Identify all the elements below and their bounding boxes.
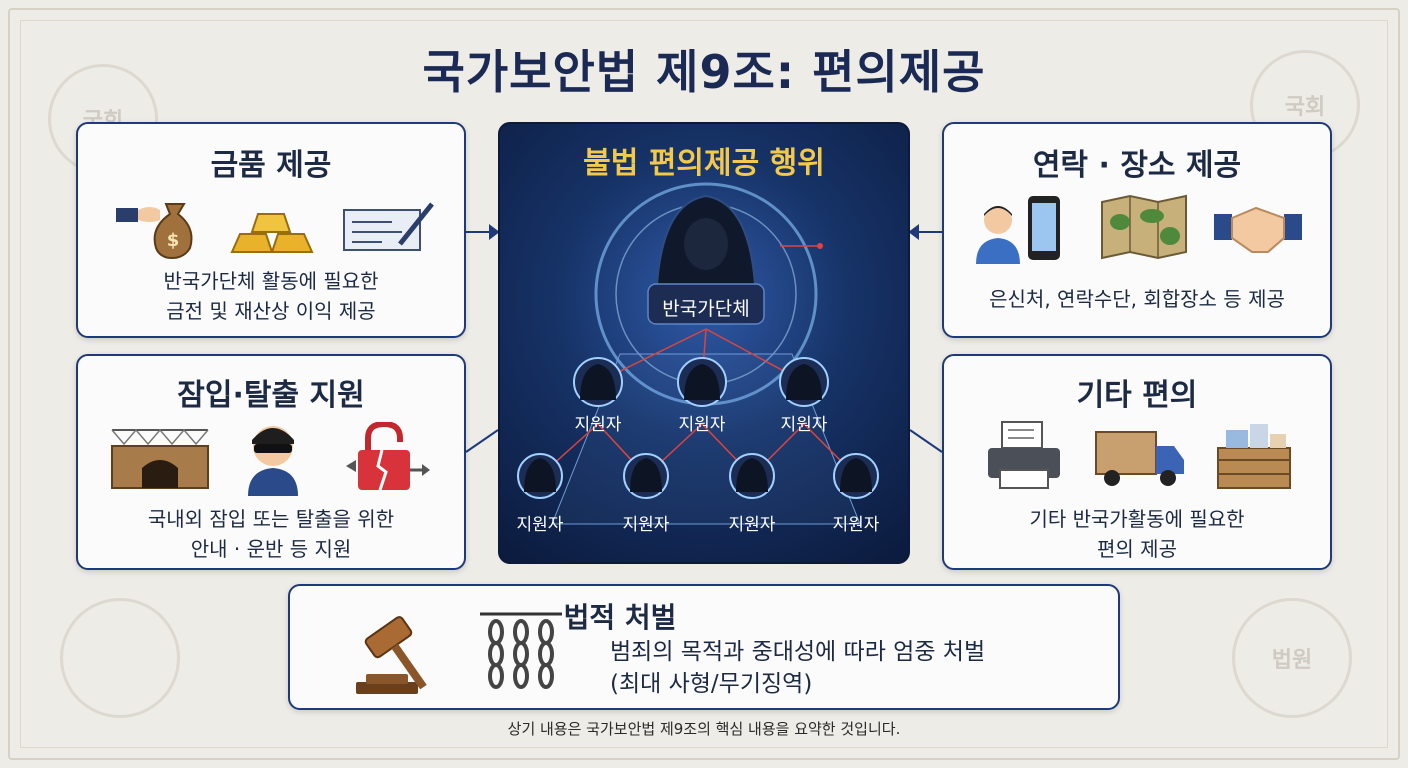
supporter-row2-icons <box>517 453 879 499</box>
card-infiltration-desc-line1: 국내외 잠입 또는 탈출을 위한 <box>147 507 395 531</box>
center-panel-title: 불법 편의제공 행위 <box>583 146 825 181</box>
printer-icon <box>988 421 1060 489</box>
leader-label-box <box>647 283 765 325</box>
supporter-label: 지원자 <box>780 415 828 435</box>
card-money-desc-line2: 금전 및 재산상 이익 제공 <box>166 299 376 323</box>
card-contact-title: 연락 · 장소 제공 <box>1032 148 1242 183</box>
card-contact-place: 연락 · 장소 제공 은신처, 연락수단, 회합장소 등 제공 <box>942 122 1332 338</box>
card-money-provision: 금품 제공 $ 반국가단체 활동에 필요한 금전 및 재산상 이익 제공 <box>76 122 466 338</box>
supporter-label: 지원자 <box>728 515 776 535</box>
chains-icon <box>480 612 562 689</box>
card-infiltration-support: 잠입·탈출 지원 국내외 잠입 또는 탈출을 위한 안내 · 운반 등 지원 <box>76 354 466 570</box>
map-icon <box>1101 194 1187 260</box>
masked-person-icon <box>248 426 298 496</box>
card-infiltration-title: 잠입·탈출 지원 <box>177 378 365 413</box>
card-other-desc-line1: 기타 반국가활동에 필요한 <box>1029 507 1245 531</box>
delivery-truck-icon <box>1095 431 1184 486</box>
card-other-desc-line2: 편의 제공 <box>1097 537 1177 561</box>
supply-crate-icon <box>1217 424 1291 489</box>
bottom-right-seal-text: 법원 <box>1271 648 1313 673</box>
bottom-left-seal-watermark <box>60 598 180 718</box>
card-contact-desc: 은신처, 연락수단, 회합장소 등 제공 <box>989 287 1285 311</box>
supporter-label: 지원자 <box>574 415 622 435</box>
connector-other <box>909 429 943 453</box>
card-legal-penalty <box>288 584 1120 710</box>
network-graph <box>517 182 879 525</box>
person-phone-icon <box>976 196 1060 264</box>
check-document-icon <box>343 202 434 251</box>
leader-pointer-dot <box>817 243 823 249</box>
svg-text:$: $ <box>167 230 180 251</box>
leader-label: 반국가단체 <box>662 298 750 320</box>
card-money-title: 금품 제공 <box>210 148 332 183</box>
handshake-icon <box>1214 206 1302 253</box>
card-infiltration-desc-line2: 안내 · 운반 등 지원 <box>190 537 352 561</box>
gavel-icon <box>356 616 427 694</box>
penalty-desc-line1: 범죄의 목적과 중대성에 따라 엄중 처벌 <box>610 639 986 665</box>
footer-note: 상기 내용은 국가보안법 제9조의 핵심 내용을 요약한 것입니다. <box>507 720 901 738</box>
illegal-convenience-panel: 불법 편의제공 행위 <box>498 122 910 564</box>
supporter-label: 지원자 <box>678 415 726 435</box>
page-frame <box>8 8 1400 760</box>
penalty-desc-line2: (최대 사형/무기징역) <box>610 671 813 697</box>
tunnel-wall-icon <box>111 428 209 489</box>
money-bag-icon: $ <box>116 203 193 260</box>
supporter-row1-icons <box>573 357 829 407</box>
leader-face <box>684 218 728 270</box>
connector-infiltration <box>465 429 499 453</box>
supporter-label: 지원자 <box>516 515 564 535</box>
card-other-convenience: 기타 편의 기타 반국가활동에 필요한 편의 제공 <box>942 354 1332 570</box>
supporter-label: 지원자 <box>832 515 880 535</box>
page-inner-frame <box>20 20 1388 748</box>
supporter-label: 지원자 <box>622 515 670 535</box>
broken-lock-icon <box>346 422 430 491</box>
penalty-description: 범죄의 목적과 중대성에 따라 엄중 처벌 (최대 사형/무기징역) <box>610 636 1110 700</box>
right-seal-text: 국회 <box>1284 95 1326 120</box>
page-title: 국가보안법 제9조: 편의제공 <box>422 45 986 99</box>
card-money-desc-line1: 반국가단체 활동에 필요한 <box>163 269 379 293</box>
penalty-title: 법적 처벌 <box>563 601 677 634</box>
card-other-title: 기타 편의 <box>1076 378 1198 413</box>
gold-bars-icon <box>230 213 314 253</box>
bottom-right-seal-watermark: 법원 <box>1232 598 1352 718</box>
